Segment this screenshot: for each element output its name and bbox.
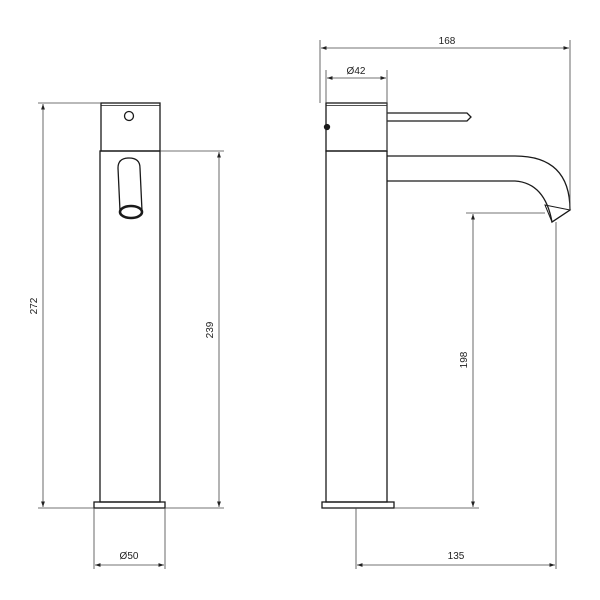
front-total-height-label: 272 (29, 297, 40, 314)
side-spout-tip (544, 204, 572, 223)
side-dimensions (319, 40, 571, 569)
front-base-diameter-label: Ø50 (120, 551, 139, 562)
side-spout-reach-label: 135 (448, 551, 465, 562)
side-spout-height-label: 198 (459, 351, 470, 368)
side-handle-pin (323, 123, 331, 131)
side-view (321, 102, 572, 509)
side-base (321, 501, 395, 509)
side-spout (387, 155, 571, 224)
front-handle-cap (100, 102, 161, 152)
front-body (99, 150, 161, 503)
front-body-height-label: 239 (205, 321, 216, 338)
front-handle-hole (123, 110, 135, 122)
side-body (325, 150, 388, 503)
front-base (93, 501, 166, 509)
front-spout-aerator (118, 204, 144, 220)
front-view (93, 102, 166, 509)
front-dimensions (38, 102, 224, 569)
side-body-diameter-label: Ø42 (347, 66, 366, 77)
side-lever (387, 112, 472, 122)
side-overall-width-label: 168 (439, 36, 456, 47)
side-handle-cap (325, 102, 388, 152)
